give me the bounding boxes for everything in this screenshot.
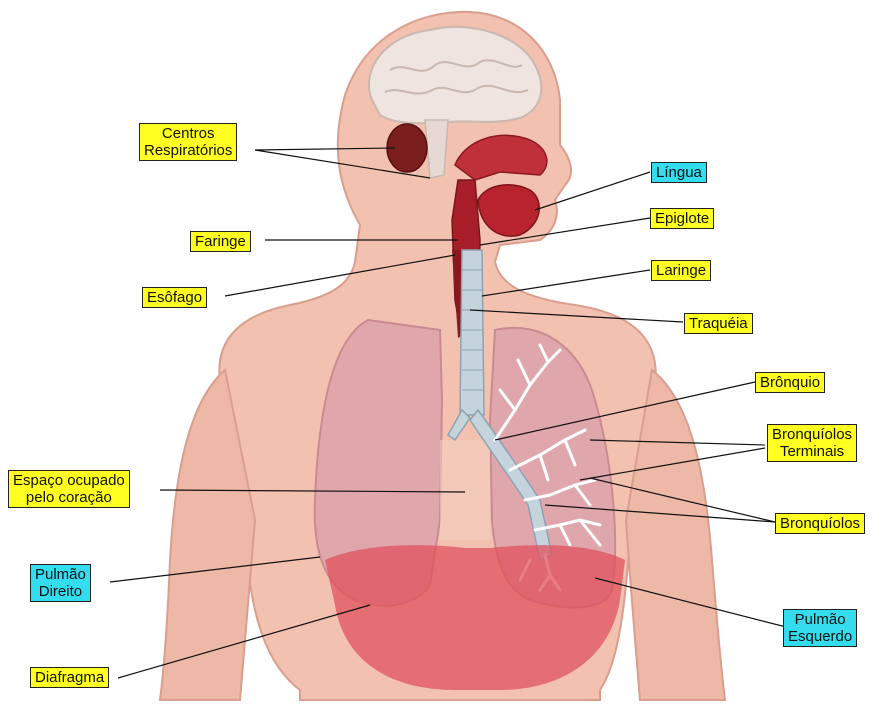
label-right-lung: Pulmão Direito: [30, 564, 91, 602]
label-trachea: Traquéia: [684, 313, 753, 334]
label-left-lung: Pulmão Esquerdo: [783, 609, 857, 647]
label-larynx: Laringe: [651, 260, 711, 281]
label-epiglottis: Epiglote: [650, 208, 714, 229]
label-respiratory-centers: Centros Respiratórios: [139, 123, 237, 161]
label-esophagus: Esôfago: [142, 287, 207, 308]
label-heart-space: Espaço ocupado pelo coração: [8, 470, 130, 508]
label-diaphragm: Diafragma: [30, 667, 109, 688]
label-terminal-bronchioles: Bronquíolos Terminais: [767, 424, 857, 462]
heart-space: [440, 440, 490, 540]
label-bronchioles: Bronquíolos: [775, 513, 865, 534]
label-tongue: Língua: [651, 162, 707, 183]
label-bronchus: Brônquio: [755, 372, 825, 393]
label-pharynx: Faringe: [190, 231, 251, 252]
